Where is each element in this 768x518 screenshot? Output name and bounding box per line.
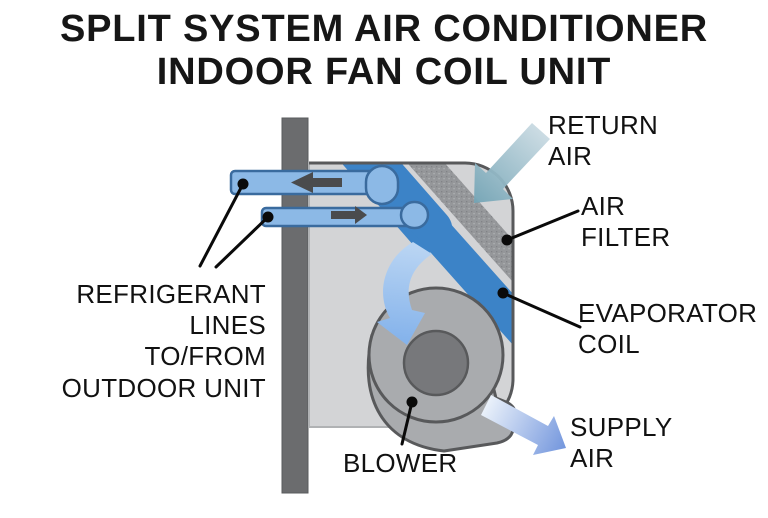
callout-dot-evaporator-coil xyxy=(497,287,509,299)
callout-lines xyxy=(198,182,582,446)
callout-line-blower xyxy=(400,400,414,446)
flow-arrow-left xyxy=(291,172,342,193)
supply-air-arrow xyxy=(481,395,566,455)
label-air-filter: AIR FILTER xyxy=(581,191,671,253)
callout-dot-refrigerant-lower xyxy=(262,211,274,223)
pipe-coupling-upper xyxy=(364,164,400,206)
callout-dot-air-filter xyxy=(501,234,513,246)
blower-hub xyxy=(402,329,470,397)
return-air-arrow xyxy=(474,123,550,203)
label-blower: BLOWER xyxy=(343,448,458,478)
pipe-coupling-lower xyxy=(399,200,430,230)
label-supply-air: SUPPLY AIR xyxy=(570,412,673,474)
label-return-air: RETURN AIR xyxy=(548,110,659,172)
flow-arrow-right xyxy=(331,206,367,224)
air-filter-texture xyxy=(399,163,513,297)
callout-dot-blower xyxy=(406,396,418,408)
label-refrigerant-lines: REFRIGERANT LINES TO/FROM OUTDOOR UNIT xyxy=(61,279,266,403)
page-title: SPLIT SYSTEM AIR CONDITIONER INDOOR FAN … xyxy=(0,8,768,94)
title-line1: SPLIT SYSTEM AIR CONDITIONER xyxy=(59,8,709,50)
callout-line-evaporator-coil xyxy=(501,291,582,329)
callout-line-refrigerant-upper xyxy=(198,182,245,268)
label-evaporator-coil: EVAPORATOR COIL xyxy=(578,298,758,360)
callout-line-air-filter xyxy=(505,209,580,242)
callout-dots xyxy=(237,178,513,408)
internal-airflow-arrow xyxy=(377,242,432,345)
title-line2: INDOOR FAN COIL UNIT xyxy=(156,50,612,93)
callout-line-refrigerant-lower xyxy=(214,215,270,269)
callout-dot-refrigerant-upper xyxy=(237,178,249,190)
